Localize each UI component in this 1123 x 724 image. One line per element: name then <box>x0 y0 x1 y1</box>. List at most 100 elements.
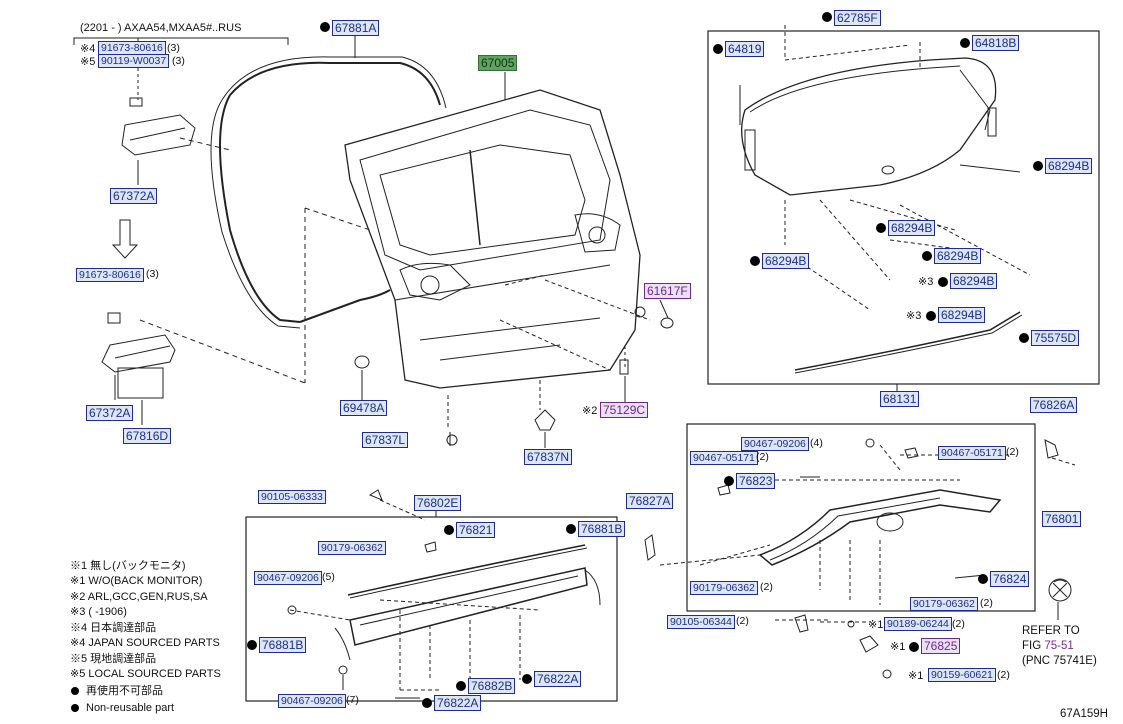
mark-3: ※3 <box>918 276 934 288</box>
non-reusable-dot <box>822 12 832 22</box>
part-76821[interactable]: 76821 <box>456 522 496 538</box>
part-64818B[interactable]: 64818B <box>972 35 1020 51</box>
part-67372A-upper[interactable]: 67372A <box>110 188 158 204</box>
legend-item: ※2 ARL,GCC,GEN,RUS,SA <box>70 591 208 603</box>
part-91673-80616[interactable]: 91673-80616 <box>76 268 144 282</box>
part-90159-60621[interactable]: 90159-60621 <box>928 668 996 682</box>
legend-item: ※1 無し(バックモニタ) <box>70 560 186 572</box>
part-67881A[interactable]: 67881A <box>332 20 380 36</box>
legend-item: ※4 JAPAN SOURCED PARTS <box>70 637 220 649</box>
part-61617F[interactable]: 61617F <box>644 283 691 299</box>
legend-item: ※4 日本調達部品 <box>70 622 157 634</box>
part-76881B-upper[interactable]: 76881B <box>578 521 626 537</box>
part-67837N[interactable]: 67837N <box>524 449 573 465</box>
part-68294B-1[interactable]: 68294B <box>1045 158 1093 174</box>
mark-3: ※3 <box>906 310 922 322</box>
qty-note4: (3) <box>167 42 180 54</box>
part-68294B-4[interactable]: 68294B <box>762 253 810 269</box>
part-75129C[interactable]: 75129C <box>600 402 649 418</box>
part-67816D[interactable]: 67816D <box>123 428 172 444</box>
mark-1: ※1 <box>890 641 906 653</box>
part-76823[interactable]: 76823 <box>736 473 776 489</box>
qty-90179-06362-mid: (2) <box>760 581 773 593</box>
mark-1: ※1 <box>868 619 884 631</box>
legend-item: ※5 現地調達部品 <box>70 653 157 665</box>
non-reusable-dot <box>522 674 532 684</box>
part-76822A-right[interactable]: 76822A <box>534 671 582 687</box>
part-90179-06362-mid[interactable]: 90179-06362 <box>690 581 758 595</box>
non-reusable-dot <box>960 38 970 48</box>
part-91673-80616-header[interactable]: 91673-80616 <box>98 41 166 55</box>
part-67005[interactable]: 67005 <box>478 55 518 71</box>
non-reusable-dot <box>938 277 948 287</box>
qty-note5: (3) <box>172 55 185 67</box>
non-reusable-dot <box>724 476 734 486</box>
reference-line-1: REFER TO <box>1022 625 1080 637</box>
legend-item: ※3 ( -1906) <box>70 606 127 618</box>
part-67372A-lower[interactable]: 67372A <box>86 405 134 421</box>
part-62785F[interactable]: 62785F <box>834 10 881 26</box>
part-90119-W0037[interactable]: 90119-W0037 <box>98 54 170 68</box>
part-90179-06362-left[interactable]: 90179-06362 <box>318 541 386 555</box>
non-reusable-dot <box>456 681 466 691</box>
qty-90179-06362-right: (2) <box>980 597 993 609</box>
part-76802E[interactable]: 76802E <box>414 495 462 511</box>
qty-91673: (3) <box>146 268 159 280</box>
part-68294B-6[interactable]: 68294B <box>938 307 986 323</box>
part-76827A[interactable]: 76827A <box>626 493 674 509</box>
part-76824[interactable]: 76824 <box>990 571 1030 587</box>
part-76826A[interactable]: 76826A <box>1030 397 1078 413</box>
part-90179-06362-right[interactable]: 90179-06362 <box>910 597 978 611</box>
non-reusable-dot <box>247 640 257 650</box>
part-90189-06244[interactable]: 90189-06244 <box>884 617 952 631</box>
qty-90467-09206-mid: (5) <box>322 571 335 583</box>
part-76825[interactable]: 76825 <box>921 638 961 654</box>
part-76801[interactable]: 76801 <box>1042 511 1082 527</box>
figure-id: 67A159H <box>1060 708 1108 720</box>
non-reusable-dot <box>444 525 454 535</box>
non-reusable-dot <box>978 574 988 584</box>
legend-item: Non-reusable part <box>86 702 175 714</box>
non-reusable-dot <box>1033 161 1043 171</box>
qty-90159-60621: (2) <box>997 669 1010 681</box>
applicability-text: (2201 - ) AXAA54,MXAA5#..RUS <box>80 22 242 34</box>
part-90467-05171-left[interactable]: 90467-05171 <box>690 451 758 465</box>
mark-2: ※2 <box>582 405 598 417</box>
part-90467-09206-upper[interactable]: 90467-09206 <box>741 437 809 451</box>
part-90467-09206-lower[interactable]: 90467-09206 <box>278 694 346 708</box>
reference-line-3: (PNC 75741E) <box>1022 655 1097 667</box>
part-90467-05171-right[interactable]: 90467-05171 <box>938 446 1006 460</box>
non-reusable-dot <box>876 223 886 233</box>
part-68294B-5[interactable]: 68294B <box>950 273 998 289</box>
part-76822A-left[interactable]: 76822A <box>434 695 482 711</box>
part-90467-09206-mid[interactable]: 90467-09206 <box>254 571 322 585</box>
reference-line-2: FIG 75-51 <box>1022 639 1097 654</box>
part-76882B[interactable]: 76882B <box>468 678 516 694</box>
part-90105-06344[interactable]: 90105-06344 <box>667 615 735 629</box>
reference-fig-prefix: FIG <box>1022 640 1045 652</box>
non-reusable-dot <box>422 698 432 708</box>
part-68131[interactable]: 68131 <box>880 391 920 407</box>
part-76881B-lower[interactable]: 76881B <box>259 637 307 653</box>
legend-dot-2 <box>71 704 79 712</box>
non-reusable-dot <box>566 524 576 534</box>
part-75575D[interactable]: 75575D <box>1031 330 1080 346</box>
non-reusable-dot <box>1019 333 1029 343</box>
part-90105-06333[interactable]: 90105-06333 <box>258 490 326 504</box>
part-69478A[interactable]: 69478A <box>340 400 388 416</box>
part-67837L[interactable]: 67837L <box>362 432 409 448</box>
note5-mark: ※5 <box>80 56 96 68</box>
legend-item: 再使用不可部品 <box>86 685 163 697</box>
legend-item: ※5 LOCAL SOURCED PARTS <box>70 668 221 680</box>
reference-fig-link[interactable]: 75-51 <box>1044 640 1074 652</box>
non-reusable-dot <box>926 311 936 321</box>
part-68294B-2[interactable]: 68294B <box>888 220 936 236</box>
part-64819[interactable]: 64819 <box>725 41 765 57</box>
legend-item: ※1 W/O(BACK MONITOR) <box>70 575 203 587</box>
non-reusable-dot <box>909 642 919 652</box>
mark-1: ※1 <box>908 670 924 682</box>
part-68294B-3[interactable]: 68294B <box>934 248 982 264</box>
non-reusable-dot <box>320 22 330 32</box>
non-reusable-dot <box>922 251 932 261</box>
